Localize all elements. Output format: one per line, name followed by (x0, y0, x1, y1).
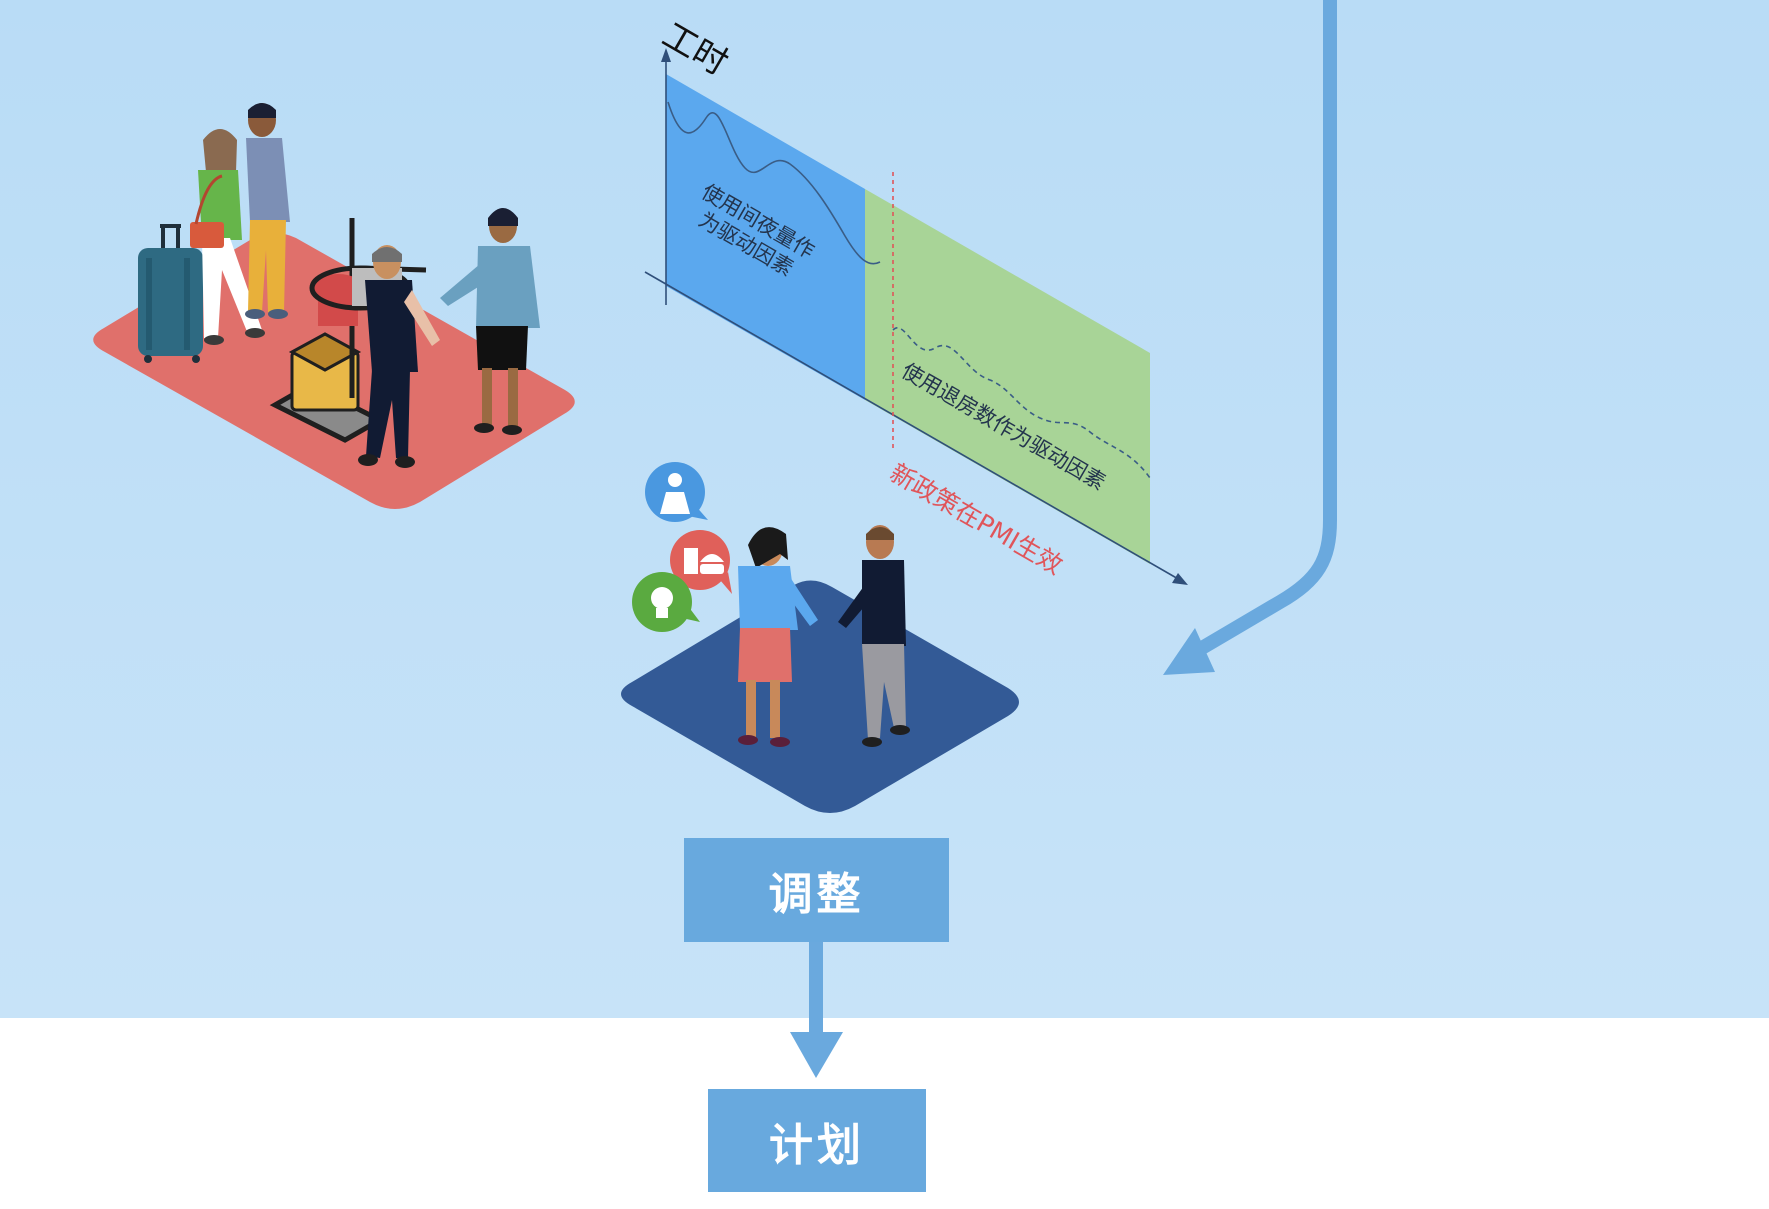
series-line-solid (667, 101, 881, 265)
flow-arrow-curve (1186, 0, 1337, 662)
scene-meeting (621, 462, 1019, 813)
adjust-box: 调整 (684, 838, 949, 942)
connector-arrow-head-icon (790, 1032, 843, 1078)
connector-shaft (809, 942, 823, 1034)
platform-blue (621, 580, 1019, 813)
person-icon (645, 462, 708, 522)
manager-figure (440, 208, 540, 435)
suitcase-icon (138, 224, 203, 363)
scene-hotel-lobby (93, 103, 575, 509)
y-axis-arrow-icon (661, 48, 671, 62)
lightbulb-icon (632, 572, 700, 632)
colleague-woman-figure (738, 527, 818, 747)
colleague-man-figure (838, 525, 910, 747)
region-right-green (865, 189, 1150, 564)
flow-arrow-head-icon (1163, 628, 1215, 675)
cleaning-cart-icon (269, 218, 427, 443)
x-axis-arrow-icon (1172, 573, 1188, 585)
x-axis (644, 271, 1181, 581)
axis-label: 工时 (656, 15, 735, 84)
food-icon (670, 530, 732, 594)
guest-man-figure (245, 103, 290, 319)
plan-box: 计划 (708, 1089, 926, 1192)
housekeeper-figure (358, 245, 440, 468)
region-left-blue (666, 74, 865, 400)
